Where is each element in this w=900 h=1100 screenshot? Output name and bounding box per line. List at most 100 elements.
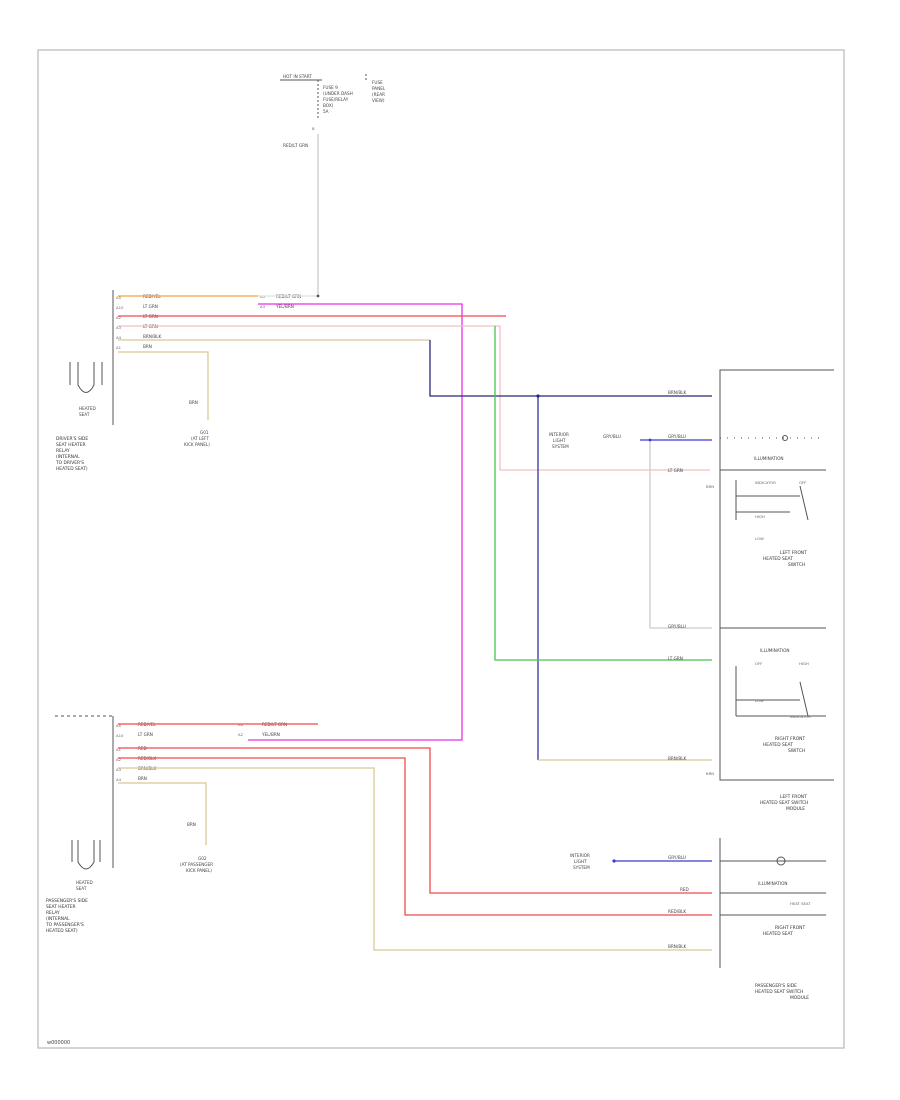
driver-pin-6: A1 [116,345,122,350]
wire-passenger-tan [118,767,712,951]
passenger-connector-wire-2: YEL/BRN [261,732,280,737]
left-pin-code-2: BRN [706,771,714,776]
left-bottom-name-1: RIGHT FRONT [775,736,805,742]
wire-driver-ground [118,351,209,420]
driver-wire-label-5: BRN/BLK [143,334,162,339]
driver-pin-2: A10 [116,305,124,310]
passenger-relay-name-3: RELAY [46,910,60,916]
top-fuse-name: HOT IN START [283,74,312,79]
driver-ground-line-2: (AT LEFT [191,436,209,441]
right-module-name-3: MODULE [790,995,809,1001]
left-wire-3: GRY/BLU [668,434,686,439]
driver-relay-name-3: RELAY [56,448,70,454]
top-fuse-line-4: BOX) [323,103,334,108]
left-top-switch-contacts [735,480,809,521]
left-switch-module: INTERIOR LIGHT SYSTEM BRN/BLK GRY/BLU GR… [549,369,834,812]
passenger-heater-line-1: HEATED [76,880,93,885]
wire-magenta [248,303,463,741]
left-interior-line-3: SYSTEM [552,444,569,449]
driver-relay: A5 A10 A2 A3 A4 A1 RED/YEL LT GRN LT GRN… [55,290,301,472]
driver-connector-pin-2: A3 [260,304,266,309]
driver-wire-label-2: LT GRN [143,304,158,309]
fuse-panel-line-2: PANEL [372,86,386,91]
left-top-label: ILLUMINATION [754,456,784,461]
right-wire-4: BRN/BLK [668,944,687,949]
passenger-connector-pin-2: A2 [238,732,244,737]
passenger-relay-name-2: SEAT HEATER [46,904,76,910]
left-top-name-3: SWITCH [788,562,805,568]
wire-passenger-ground [118,782,207,845]
top-fuse-line-5: 5A [323,109,329,114]
driver-ground-line-1: G01 [200,430,209,435]
right-interior-line-2: LIGHT [574,859,587,864]
passenger-pin-4: A2 [116,757,122,762]
left-wire-6: LT GRN [668,656,683,661]
wire-passenger-red [118,747,712,894]
right-interior-line-3: SYSTEM [573,865,590,870]
left-bottom-switch-4: INDICATOR [790,714,811,719]
top-fuse-wire-label: RED/LT GRN [283,143,308,148]
left-top-switch-1: INDICATOR [755,480,776,485]
driver-ground-line-3: KICK PANEL) [184,442,210,447]
left-bottom-name-2: HEATED SEAT [763,742,793,748]
passenger-wire-label-2: LT GRN [138,732,153,737]
passenger-pin-5: A3 [116,767,122,772]
left-bottom-switch-3: LOW [755,698,764,703]
junction-connector [316,294,320,298]
fuse-panel-line-3: (REAR [372,92,385,97]
right-switch-module: INTERIOR LIGHT SYSTEM GRY/BLU RED RED/BL… [570,838,826,1001]
top-fuse-line-3: FUSE/RELAY [323,97,349,102]
driver-ground-wire: BRN [189,400,198,405]
passenger-heated-seat-element [71,840,101,870]
passenger-pin-2: A10 [116,733,124,738]
passenger-ground-line-3: KICK PANEL) [186,868,212,873]
driver-pin-4: A3 [116,325,122,330]
fuse-panel-line-1: FUSE [372,80,383,85]
driver-ground: BRN G01 (AT LEFT KICK PANEL) [118,351,210,447]
right-wire-1: GRY/BLU [668,855,686,860]
left-module-name-1: LEFT FRONT [780,794,807,800]
right-lamp-icon [776,856,786,866]
junction-navy [536,394,540,398]
passenger-pin-3: A1 [116,747,122,752]
right-module-name-2: HEATED SEAT SWITCH [755,989,804,995]
left-module-name-2: HEATED SEAT SWITCH [760,800,809,806]
left-top-name-1: LEFT FRONT [780,550,807,556]
passenger-ground: BRN G02 (AT PASSENGER KICK PANEL) [118,782,213,873]
page-code: w000000 [47,1040,70,1046]
left-top-lamp-icon [782,435,788,441]
driver-relay-name-6: HEATED SEAT) [56,466,88,472]
diagram-frame [37,49,845,1049]
left-top-switch-3: HIGH [755,514,765,519]
right-wire-2: RED [680,887,689,892]
driver-relay-name-2: SEAT HEATER [56,442,86,448]
fuse-pin: B [312,126,315,131]
top-fuse-block: HOT IN START FUSE 9 (UNDER DASH FUSE/REL… [280,74,386,148]
passenger-ground-wire: BRN [187,822,196,827]
left-interior-line-2: LIGHT [553,438,566,443]
driver-heater-line-2: SEAT [79,412,90,417]
left-switch-housing [719,369,834,781]
driver-wire-label-6: BRN [143,344,152,349]
passenger-wire-label-6: BRN [138,776,147,781]
left-bottom-switch-2: HIGH [799,661,809,666]
left-top-switch-2: OFF [799,480,806,485]
driver-heater-line-1: HEATED [79,406,96,411]
left-top-name-2: HEATED SEAT [763,556,793,562]
driver-heated-seat-element [69,362,103,393]
passenger-relay: A5 A10 A1 A2 A3 A4 RED/YEL LT GRN RED RE… [45,715,287,934]
left-wire-7: BRN/BLK [668,756,687,761]
driver-relay-name-5: TO DRIVER'S [55,460,84,466]
driver-pin-3: A2 [116,315,122,320]
right-interior-line-1: INTERIOR [570,853,590,858]
driver-relay-name-1: DRIVER'S SIDE [56,436,88,442]
junction-blue-left [648,438,652,442]
wire-gray-switch [649,440,712,629]
left-pin-code-1: BRN [706,484,714,489]
driver-relay-name-4: (INTERNAL [56,454,80,460]
wire-pink-driver [118,325,710,471]
left-module-name-3: MODULE [786,806,805,812]
fuse-panel-line-4: VIEW) [372,98,385,103]
left-top-switch-4: LOW [755,536,764,541]
